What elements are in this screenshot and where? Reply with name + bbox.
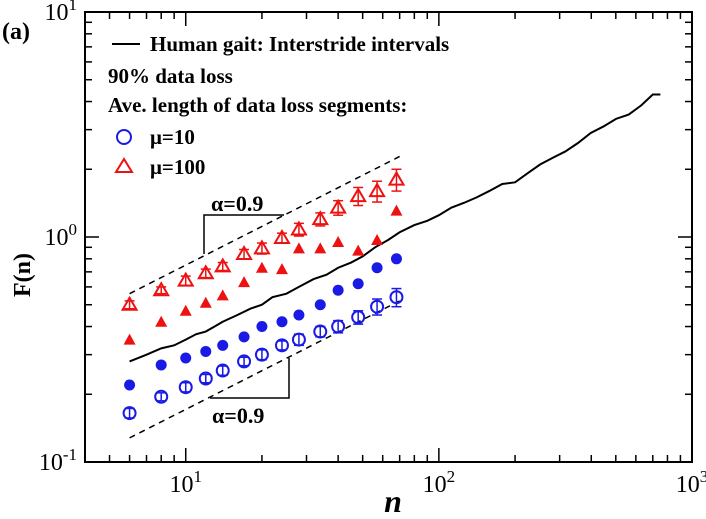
mu100-filled-point (238, 276, 251, 288)
mu100-filled-point (199, 296, 212, 308)
lower-fit-label: α=0.9 (212, 403, 264, 428)
mu100-open-point (349, 187, 367, 203)
y-axis-label-text: F(n) (10, 253, 36, 297)
mu100-filled-point (255, 261, 268, 273)
gait-line (129, 93, 661, 363)
mu100-filled-point (179, 304, 192, 316)
mu10-open-point (291, 332, 306, 347)
legend-line-label: Human gait: Interstride intervals (150, 32, 449, 56)
legend-mu100-label: μ=100 (150, 155, 205, 179)
upper-fit-label: α=0.9 (211, 191, 263, 216)
y-tick-label: 100 (45, 220, 78, 251)
mu100-open-point (273, 228, 291, 244)
mu10-filled-point (352, 278, 364, 290)
mu100-open-point (152, 281, 170, 297)
upper-fit-bracket (203, 214, 284, 254)
mu10-open-point (274, 338, 289, 353)
mu10-filled-point (293, 309, 305, 321)
mu10-open-point (215, 363, 230, 378)
legend-info-line2: Ave. length of data loss segments: (108, 93, 407, 117)
x-tick-label: 103 (676, 467, 706, 498)
mu10-open-point (313, 324, 328, 339)
mu10-open-point (154, 389, 169, 404)
mu10-filled-point (217, 339, 229, 351)
plot-area: 101 102 103 10-1 100 101 (39, 0, 706, 498)
mu100-open-point (197, 264, 215, 280)
mu10-open-point (370, 299, 385, 314)
legend-mu100-marker (114, 157, 134, 173)
mu100-filled-point (352, 244, 365, 256)
mu10-filled-point (155, 359, 167, 371)
mu10-open-point (331, 319, 346, 334)
legend-mu10-marker (116, 129, 132, 145)
mu10-filled-point (276, 316, 288, 328)
y-tick-label: 101 (45, 0, 78, 26)
y-tick-label: 10-1 (39, 445, 77, 476)
mu10-filled-point (256, 321, 268, 333)
mu100-filled-point (275, 263, 288, 275)
mu100-filled-point (332, 236, 345, 248)
legend-mu10-label: μ=10 (150, 125, 195, 149)
mu100-open-point (213, 257, 232, 273)
mu10-filled-point (238, 331, 250, 343)
mu10-open-point (237, 354, 252, 369)
legend: Human gait: Interstride intervals 90% da… (108, 32, 449, 179)
mu10-filled-point (371, 262, 383, 274)
mu100-filled-point (292, 242, 305, 254)
mu10-open-point (389, 290, 404, 305)
lower-fit-bracket (210, 358, 290, 399)
legend-info-line1: 90% data loss (108, 64, 233, 88)
mu10-open-point (198, 371, 213, 386)
mu100-filled-point (314, 242, 327, 254)
mu100-open-point (235, 245, 253, 261)
mu100-filled-point (390, 204, 403, 216)
lower-fit-line (129, 300, 400, 439)
mu100-filled-point (155, 315, 168, 327)
mu100-open-point (253, 239, 271, 255)
mu100-open-point (368, 182, 386, 198)
mu100-filled-point (123, 333, 136, 345)
mu10-filled-point (124, 379, 136, 391)
x-tick-label: 101 (169, 467, 202, 498)
x-tick-label: 102 (423, 467, 456, 498)
mu10-filled-point (314, 299, 326, 311)
x-axis-label: n (384, 483, 402, 519)
mu100-filled-point (371, 233, 384, 245)
mu100-open-point (311, 210, 330, 226)
mu100-open-point (329, 198, 347, 214)
y-axis-label: F(n) (10, 253, 36, 297)
mu100-open-point (120, 295, 139, 311)
mu100-filled-point (216, 289, 229, 301)
mu10-open-point (254, 347, 269, 362)
panel-label: (a) (2, 19, 30, 45)
mu10-open-point (122, 406, 137, 421)
mu10-filled-point (180, 352, 192, 364)
mu10-filled-point (200, 345, 212, 357)
mu100-open-point (387, 170, 406, 186)
mu100-open-point (176, 271, 195, 287)
mu10-filled-point (390, 253, 402, 265)
mu10-open-point (178, 380, 193, 395)
mu100-open-point (290, 220, 308, 236)
data-layer: α=0.9 α=0.9 (120, 93, 661, 439)
mu10-open-point (351, 310, 366, 325)
mu10-filled-point (332, 284, 344, 296)
